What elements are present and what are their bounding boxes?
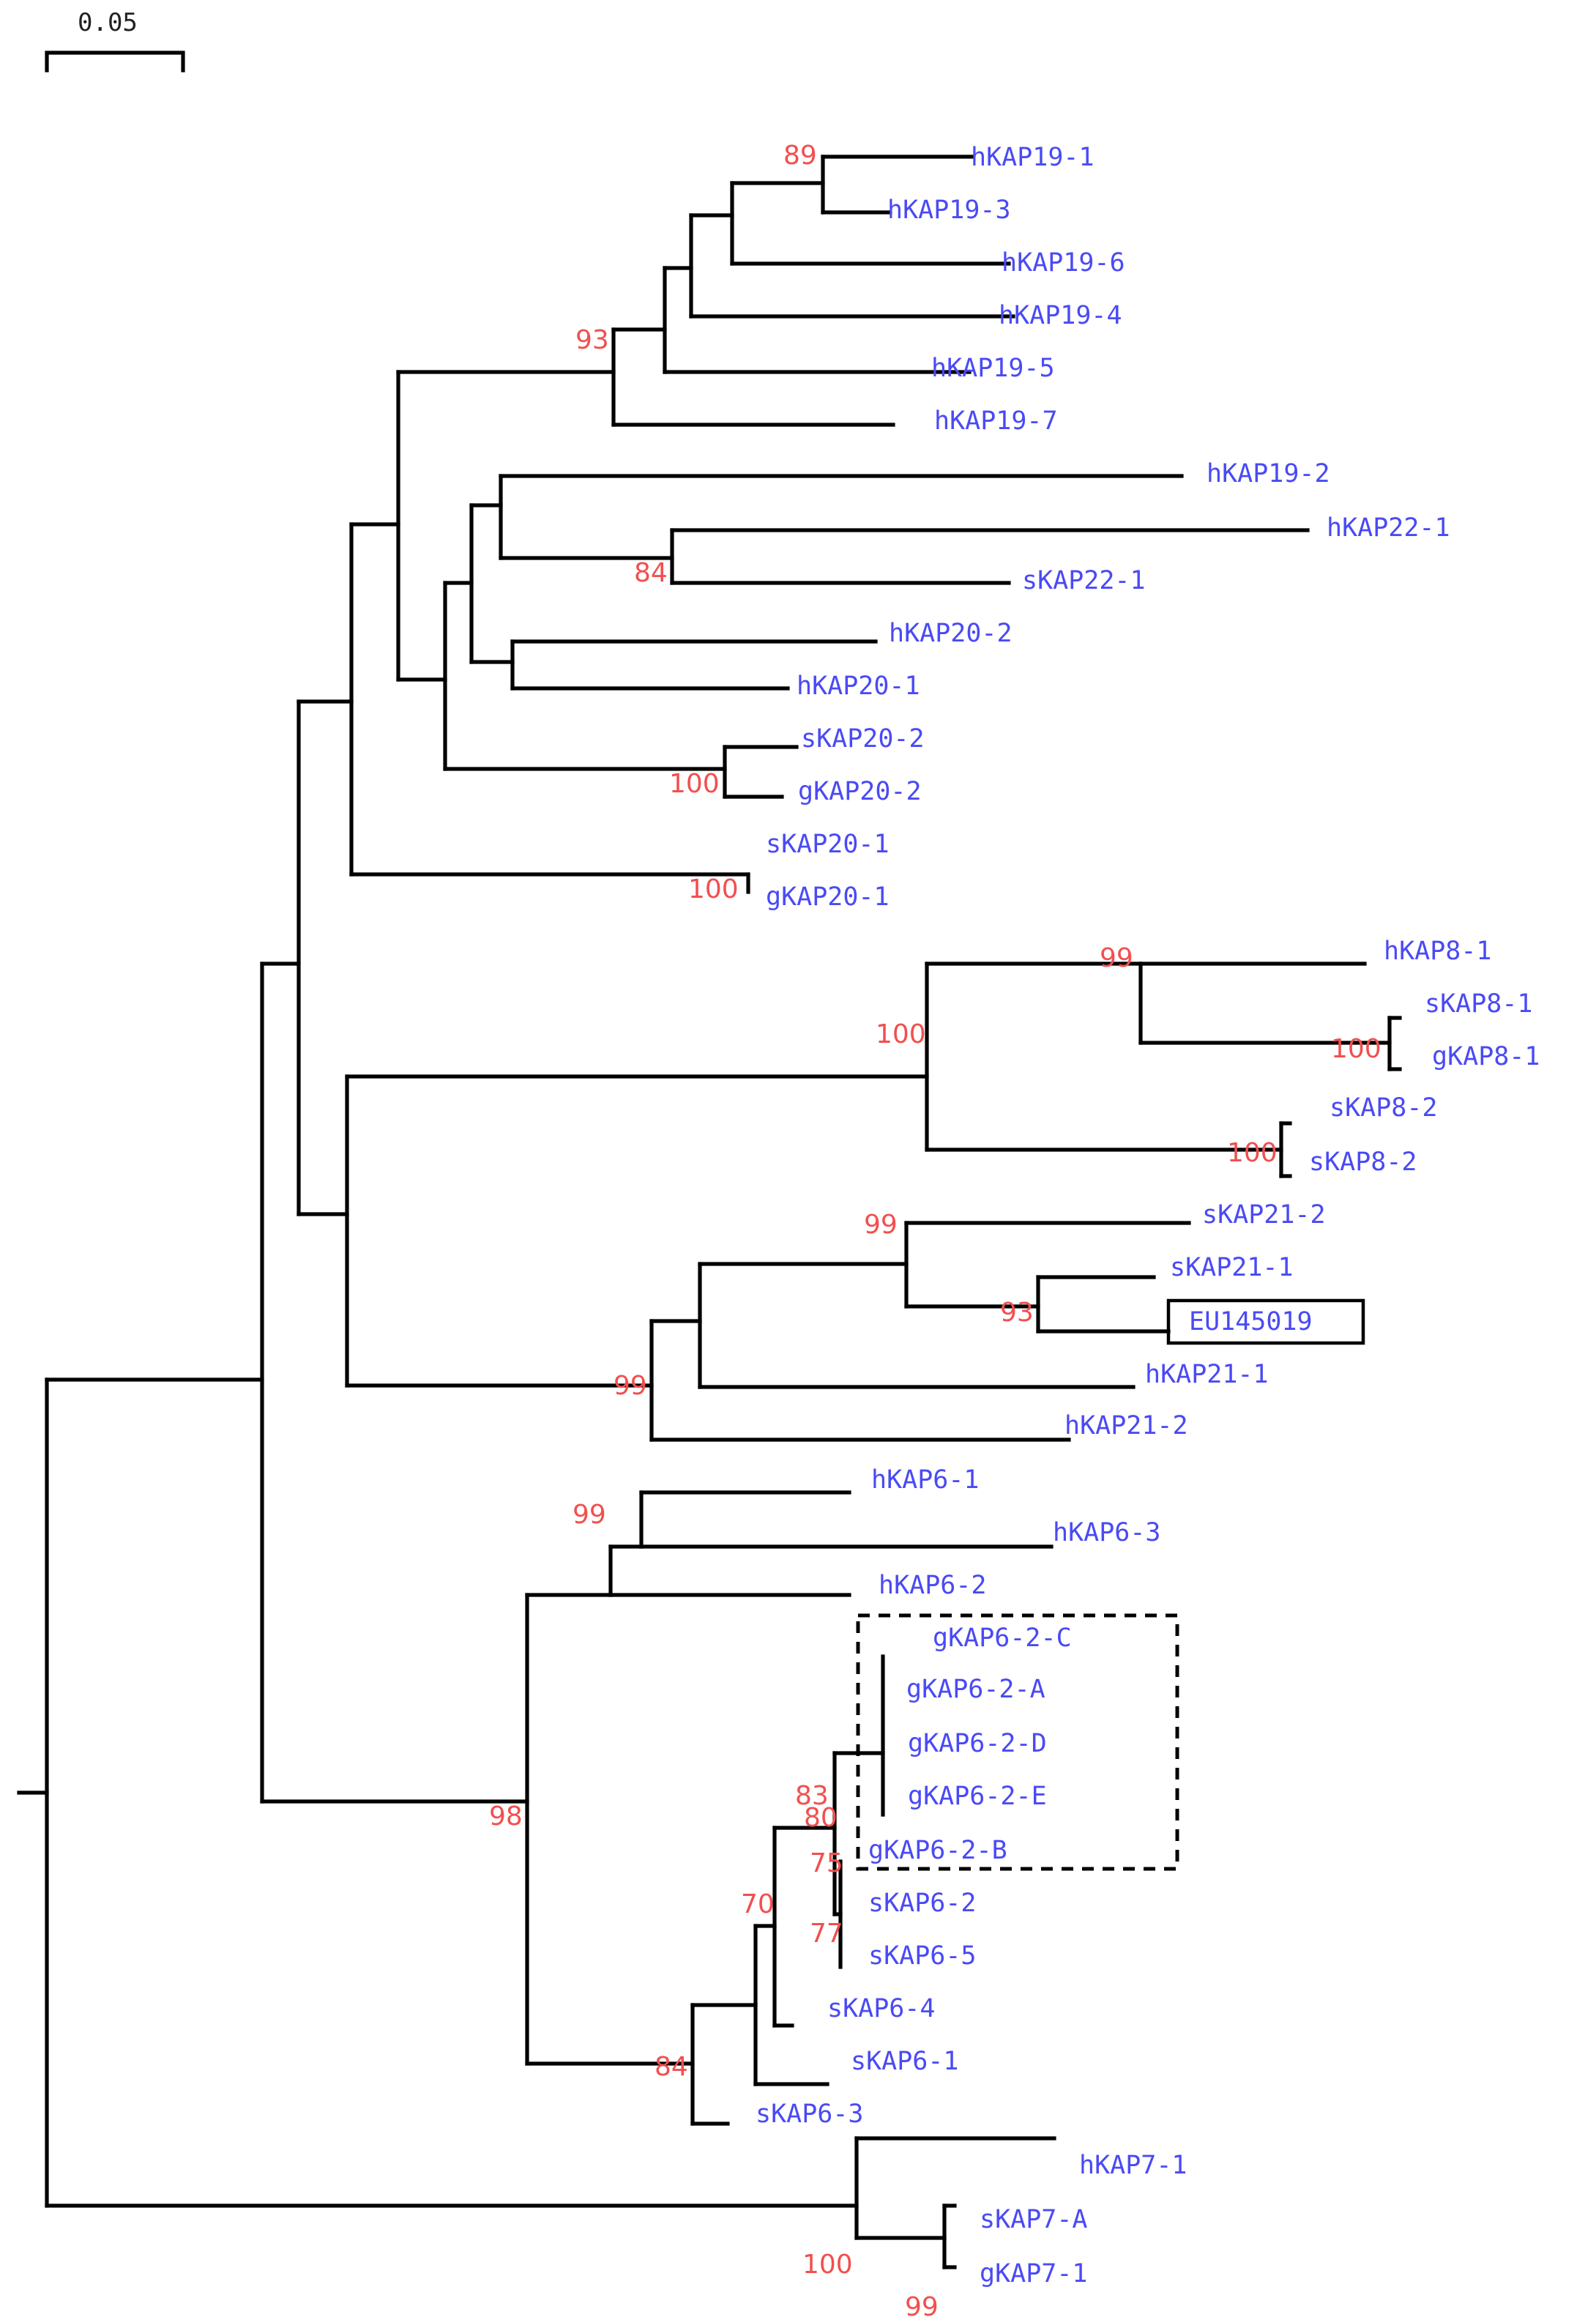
leaf-label: hKAP20-2 [889, 619, 1013, 648]
bootstrap-value: 98 [489, 1801, 523, 1831]
leaf-label: gKAP20-1 [766, 882, 890, 912]
leaf-label: gKAP6-2-C [933, 1624, 1072, 1653]
leaf-label: sKAP8-2 [1309, 1148, 1417, 1177]
eu145019-box [1166, 1298, 1365, 1345]
leaf-labels: hKAP19-1 hKAP19-3 hKAP19-6 hKAP19-4 hKAP19-5… [756, 143, 1540, 2288]
leaf-label: hKAP19-4 [999, 301, 1122, 330]
leaf-label: hKAP6-1 [871, 1465, 980, 1495]
leaf-label: gKAP8-1 [1432, 1042, 1540, 1071]
leaf-label: sKAP7-A [980, 2205, 1088, 2234]
bootstrap-value: 70 [741, 1889, 775, 1919]
leaf-label: hKAP20-1 [797, 672, 920, 701]
leaf-label: sKAP21-2 [1202, 1200, 1326, 1230]
scale-bar-line [45, 51, 185, 72]
bootstrap-value: 99 [1100, 943, 1133, 973]
leaf-label: sKAP6-4 [827, 1994, 936, 2023]
leaf-label: hKAP21-1 [1145, 1360, 1269, 1389]
leaf-label: gKAP6-2-A [906, 1675, 1045, 1704]
leaf-label: hKAP6-3 [1053, 1518, 1161, 1547]
leaf-label: hKAP19-2 [1207, 459, 1330, 488]
bootstrap-value: 75 [810, 1848, 843, 1878]
scale-bar-label: 0.05 [78, 8, 138, 37]
leaf-label: hKAP7-1 [1079, 2151, 1187, 2180]
bootstrap-value: 99 [573, 1500, 606, 1530]
leaf-label: gKAP6-2-E [908, 1782, 1047, 1811]
leaf-label: sKAP6-3 [756, 2100, 864, 2129]
bootstrap-value: 93 [1000, 1298, 1034, 1328]
bootstrap-value: 89 [783, 141, 817, 171]
leaf-label: EU145019 [1189, 1307, 1313, 1336]
leaf-label: sKAP6-1 [851, 2047, 959, 2076]
bootstrap-value: 99 [614, 1371, 647, 1401]
bootstrap-value: 100 [1227, 1138, 1278, 1168]
leaf-label: hKAP19-6 [1002, 248, 1125, 278]
scale-bar: 0.05 [45, 8, 185, 72]
leaf-label: gKAP6-2-D [908, 1729, 1047, 1758]
highlight-boxes [856, 1298, 1365, 1871]
tree-branches [17, 155, 1402, 2269]
leaf-label: sKAP8-2 [1330, 1093, 1438, 1123]
leaf-label: gKAP20-2 [798, 777, 922, 806]
leaf-label: sKAP6-2 [868, 1889, 977, 1918]
leaf-label: hKAP19-1 [971, 143, 1095, 172]
bootstrap-value: 93 [575, 325, 609, 355]
leaf-label: sKAP20-1 [766, 830, 890, 859]
bootstrap-value: 77 [810, 1919, 843, 1949]
leaf-label: gKAP6-2-B [868, 1836, 1007, 1865]
leaf-label: hKAP19-3 [887, 196, 1011, 225]
leaf-label: sKAP21-1 [1170, 1253, 1294, 1282]
bootstrap-value: 100 [1331, 1034, 1381, 1064]
bootstrap-value: 100 [876, 1019, 926, 1049]
leaf-label: hKAP19-5 [931, 354, 1055, 383]
leaf-label: hKAP21-2 [1064, 1411, 1188, 1440]
leaf-label: hKAP22-1 [1327, 513, 1450, 543]
bootstrap-value: 84 [655, 2052, 688, 2082]
bootstrap-value: 100 [802, 2250, 853, 2280]
leaf-label: sKAP20-2 [801, 724, 925, 754]
leaf-label: hKAP19-7 [934, 406, 1058, 436]
bootstrap-value: 80 [804, 1803, 838, 1833]
bootstrap-value: 99 [905, 2292, 939, 2317]
leaf-label: gKAP7-1 [980, 2259, 1088, 2288]
bootstrap-value: 100 [669, 769, 720, 799]
support-values: 89 93 84 100 100 99 100 100 100 99 93 99 99 80 98 83 75 7… [489, 141, 1381, 2317]
bootstrap-value: 99 [864, 1210, 898, 1240]
leaf-label: sKAP22-1 [1022, 566, 1146, 595]
bootstrap-value: 84 [634, 558, 668, 588]
leaf-label: hKAP8-1 [1384, 937, 1492, 966]
bootstrap-value: 83 [795, 1781, 829, 1811]
leaf-label: sKAP8-1 [1425, 989, 1533, 1019]
leaf-label: hKAP6-2 [879, 1571, 987, 1600]
bootstrap-value: 100 [688, 874, 739, 904]
leaf-label: sKAP6-5 [868, 1941, 977, 1971]
